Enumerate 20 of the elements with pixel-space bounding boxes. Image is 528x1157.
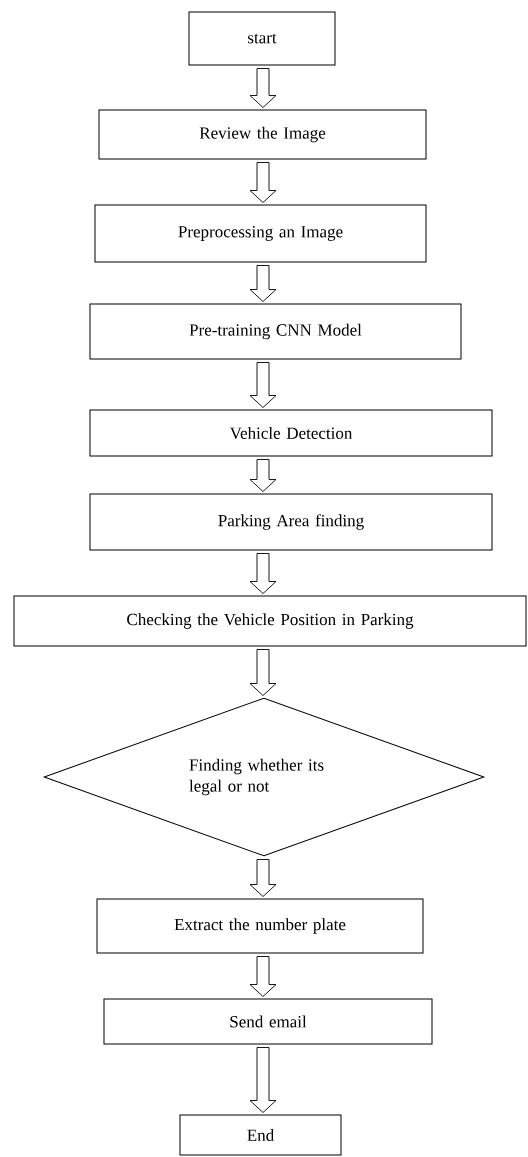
process-box: Extract the number plate	[96, 898, 424, 954]
process-box: Vehicle Detection	[89, 409, 493, 457]
process-box: Review the Image	[98, 109, 427, 160]
process-box: Send email	[103, 998, 433, 1045]
block-arrow	[249, 68, 277, 108]
process-box: Checking the Vehicle Position in Parking	[13, 595, 527, 647]
block-arrow	[249, 362, 277, 408]
process-box: start	[188, 11, 336, 66]
process-box: Parking Area finding	[89, 493, 493, 551]
block-arrow	[249, 553, 277, 594]
process-box: Preprocessing an Image	[94, 204, 427, 263]
block-arrow	[249, 459, 277, 492]
block-arrow	[249, 859, 277, 897]
process-box: End	[179, 1114, 342, 1156]
block-arrow	[249, 956, 277, 997]
process-box: Pre-training CNN Model	[89, 303, 462, 360]
block-arrow	[249, 265, 277, 302]
block-arrow	[249, 649, 277, 696]
block-arrow	[249, 162, 277, 203]
block-arrow	[249, 1047, 277, 1113]
